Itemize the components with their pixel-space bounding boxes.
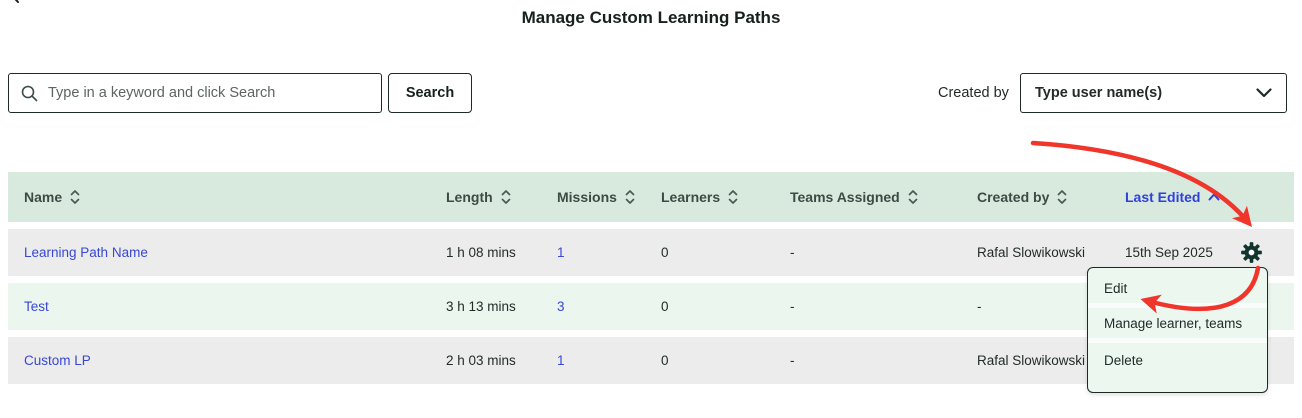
created-by-cell: Rafal Slowikowski	[977, 353, 1086, 368]
sort-asc-icon	[1208, 193, 1220, 201]
created-by-cell: -	[977, 299, 982, 314]
table-row: Custom LP 2 h 03 mins 1 0 - Rafal Slowik…	[8, 337, 1294, 384]
sort-icon	[70, 190, 80, 204]
column-header-learners[interactable]: Learners	[661, 189, 790, 205]
missions-link[interactable]: 3	[557, 299, 565, 314]
search-box[interactable]	[8, 73, 382, 113]
missions-link[interactable]: 1	[557, 353, 565, 368]
table-header-row: Name Length Missions Learners Teams Assi…	[8, 172, 1294, 222]
sort-icon	[728, 190, 738, 204]
sort-icon	[501, 190, 511, 204]
learning-path-link[interactable]: Test	[24, 299, 49, 314]
created-by-dropdown[interactable]: Type user name(s)	[1020, 73, 1287, 113]
column-header-teams-assigned[interactable]: Teams Assigned	[790, 189, 977, 205]
column-header-created-by[interactable]: Created by	[977, 189, 1125, 205]
table-row: Test 3 h 13 mins 3 0 - -	[8, 283, 1294, 330]
sort-icon	[625, 190, 635, 204]
last-edited-cell: 15th Sep 2025	[1125, 245, 1213, 260]
learning-paths-table: Name Length Missions Learners Teams Assi…	[8, 172, 1294, 384]
teams-assigned-cell: -	[790, 299, 795, 314]
column-header-length[interactable]: Length	[446, 189, 557, 205]
row-actions-menu: Edit Manage learner, teams Delete	[1087, 267, 1268, 393]
gear-icon[interactable]	[1240, 241, 1263, 264]
sort-icon	[1058, 190, 1067, 204]
teams-assigned-cell: -	[790, 353, 795, 368]
created-by-dropdown-placeholder: Type user name(s)	[1035, 85, 1163, 101]
menu-item-edit[interactable]: Edit	[1088, 273, 1267, 308]
learners-cell: 0	[661, 299, 669, 314]
learners-cell: 0	[661, 245, 669, 260]
length-cell: 1 h 08 mins	[446, 245, 516, 260]
teams-assigned-cell: -	[790, 245, 795, 260]
page-title: Manage Custom Learning Paths	[521, 8, 781, 27]
column-header-name[interactable]: Name	[24, 189, 446, 205]
column-header-missions[interactable]: Missions	[557, 189, 661, 205]
search-button[interactable]: Search	[388, 73, 472, 113]
back-label: Back	[27, 0, 63, 4]
sort-icon	[908, 190, 918, 204]
back-button[interactable]: Back	[10, 0, 63, 4]
created-by-cell: Rafal Slowikowski	[977, 245, 1086, 260]
created-by-filter-label: Created by	[938, 85, 1009, 101]
search-icon	[21, 85, 38, 101]
length-cell: 3 h 13 mins	[446, 299, 516, 314]
menu-item-manage-learner-teams[interactable]: Manage learner, teams	[1088, 308, 1267, 343]
column-header-last-edited[interactable]: Last Edited	[1125, 189, 1239, 205]
learning-path-link[interactable]: Learning Path Name	[24, 245, 148, 260]
missions-link[interactable]: 1	[557, 245, 565, 260]
menu-item-delete[interactable]: Delete	[1104, 353, 1144, 368]
length-cell: 2 h 03 mins	[446, 353, 516, 368]
search-input[interactable]	[48, 85, 369, 101]
chevron-down-icon	[1256, 88, 1272, 98]
learners-cell: 0	[661, 353, 669, 368]
learning-path-link[interactable]: Custom LP	[24, 353, 91, 368]
table-row: Learning Path Name 1 h 08 mins 1 0 - Raf…	[8, 229, 1294, 276]
chevron-left-icon	[14, 0, 19, 3]
